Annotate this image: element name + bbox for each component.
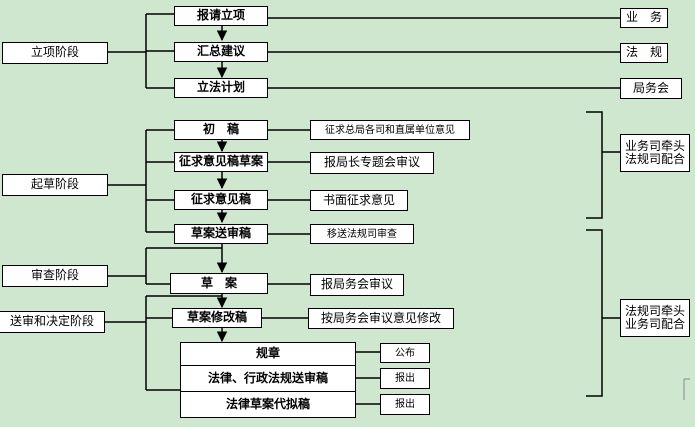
step-caoan: 草 案 xyxy=(170,273,268,294)
step-chugao: 初 稿 xyxy=(174,120,268,140)
note-yewu: 业 务 xyxy=(620,8,668,28)
note-juwuhui: 局务会 xyxy=(620,78,682,99)
stage-shencha: 审查阶段 xyxy=(2,265,108,287)
note-gongbu: 公布 xyxy=(380,343,430,363)
step-falv-caoan: 法律草案代拟稿 xyxy=(180,392,356,418)
step-huizong-jianyi: 汇总建议 xyxy=(174,42,268,62)
note-fagui: 法 规 xyxy=(620,43,668,63)
step-guizhang: 规章 xyxy=(180,342,356,366)
step-caoan-songshen: 草案送审稿 xyxy=(174,224,268,244)
note-yisong: 移送法规司审查 xyxy=(310,224,414,244)
stage-lixiang: 立项阶段 xyxy=(2,42,108,64)
responsibility-upper: 业务司牵头 法规司配合 xyxy=(620,134,690,172)
stage-qicao: 起草阶段 xyxy=(2,174,108,196)
stage-songshen: 送审和决定阶段 xyxy=(0,311,105,333)
step-baoqing-lixiang: 报请立项 xyxy=(174,6,268,26)
step-falv-xingzheng: 法律、行政法规送审稿 xyxy=(180,366,356,392)
responsibility-upper-line1: 业务司牵头 xyxy=(624,138,685,153)
responsibility-lower: 法规司牵头 业务司配合 xyxy=(620,299,690,337)
step-zhengqiu-caoan: 征求意见稿草案 xyxy=(174,152,268,172)
responsibility-lower-line2: 业务司配合 xyxy=(624,317,685,331)
step-zhengqiu-yijian-gao: 征求意见稿 xyxy=(174,190,268,210)
note-baojuwu: 报局务会审议 xyxy=(310,274,404,296)
note-shumian: 书面征求意见 xyxy=(310,190,408,211)
note-baochu-2: 报出 xyxy=(380,394,430,415)
note-baochu-1: 报出 xyxy=(380,368,430,389)
responsibility-upper-line2: 法规司配合 xyxy=(624,152,685,166)
note-zhengqiu-zongju: 征求总局各司和直属单位意见 xyxy=(310,120,470,140)
note-juchang-zhuanti: 报局长专题会审议 xyxy=(310,152,434,174)
responsibility-lower-line1: 法规司牵头 xyxy=(624,303,685,318)
step-lifa-jihua: 立法计划 xyxy=(174,78,268,98)
note-anjuwu: 按局务会审议意见修改 xyxy=(308,308,454,329)
step-caoan-xiugai: 草案修改稿 xyxy=(172,308,262,328)
